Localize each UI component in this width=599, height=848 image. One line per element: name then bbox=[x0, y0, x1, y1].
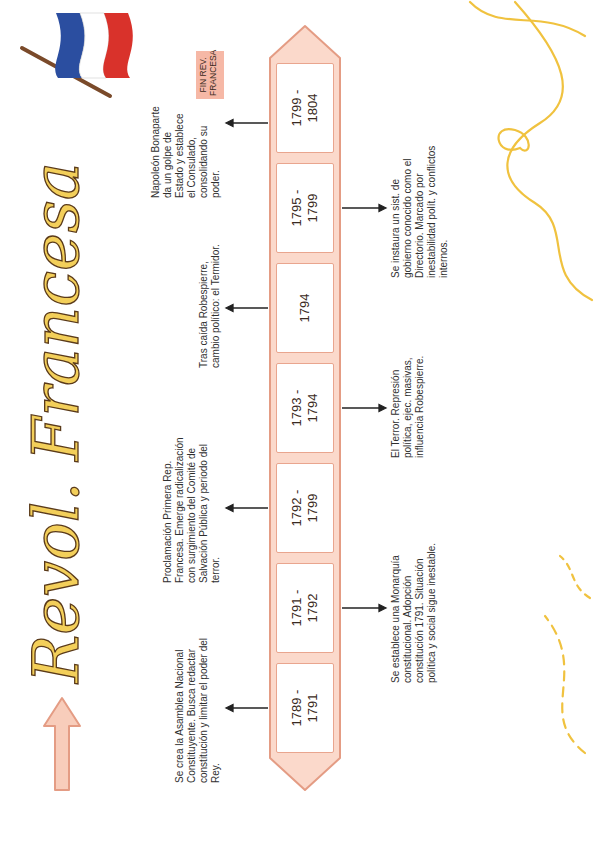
title: Revol. Francesa bbox=[18, 162, 95, 683]
year-range: 1792 - 1799 bbox=[289, 485, 322, 531]
year-range: 1799 - 1804 bbox=[289, 85, 322, 131]
year-range: 1789 - 1791 bbox=[289, 685, 322, 731]
doodles bbox=[470, 2, 592, 753]
event-description: Napoleón Bonaparte da un golpe de Estado… bbox=[150, 106, 222, 198]
year-range: 1793 - 1794 bbox=[289, 385, 322, 431]
timeline-segment: 1792 - 1799 bbox=[276, 463, 334, 553]
event-description: Tras caída Robespierre, cambio político:… bbox=[198, 243, 222, 368]
leader-lines bbox=[226, 120, 386, 712]
timeline-band bbox=[270, 26, 340, 790]
timeline-segment: 1791 - 1792 bbox=[276, 563, 334, 653]
year-range: 1795 - 1799 bbox=[289, 185, 322, 231]
event-description: Proclamación Primera Rep. Francesa. Emer… bbox=[162, 423, 222, 583]
event-description: Se instaura un sist. de gobierno conocid… bbox=[390, 138, 450, 278]
timeline-segment: 1794 bbox=[276, 263, 334, 353]
event-description: Se crea la Asamblea Nacional Constituyen… bbox=[174, 633, 222, 783]
year-range: 1791 - 1792 bbox=[289, 585, 322, 631]
timeline-segment: 1793 - 1794 bbox=[276, 363, 334, 453]
end-highlight: FIN REV. FRANCESA bbox=[196, 51, 224, 99]
timeline-segment: 1795 - 1799 bbox=[276, 163, 334, 253]
french-flag bbox=[22, 13, 133, 96]
timeline-segment: 1789 - 1791 bbox=[276, 663, 334, 753]
end-label: FIN REV. FRANCESA bbox=[198, 54, 218, 96]
timeline-segment: 1799 - 1804 bbox=[276, 63, 334, 153]
event-description: Se establece una Monarquía constituciona… bbox=[390, 533, 438, 683]
year-range: 1794 bbox=[297, 285, 313, 331]
event-description: El Terror. Represión política, ejec. mas… bbox=[390, 348, 426, 458]
title-arrow bbox=[44, 698, 80, 790]
